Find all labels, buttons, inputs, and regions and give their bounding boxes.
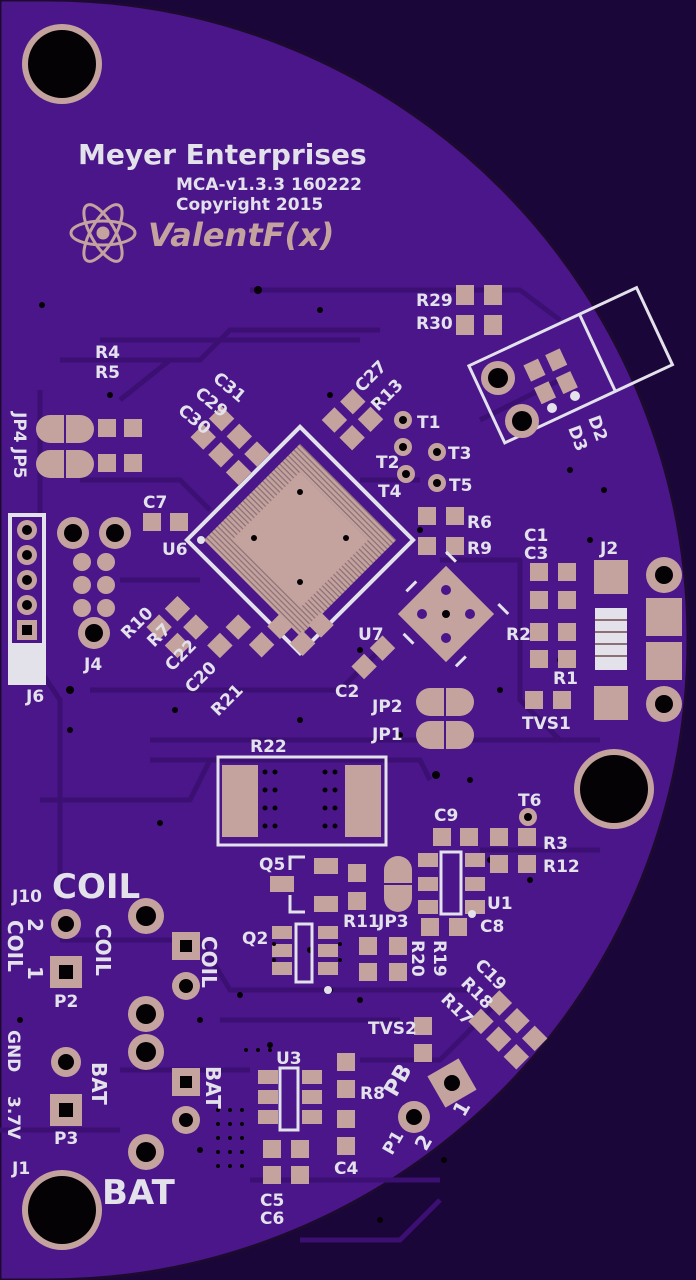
pads-d2-d3 [481, 348, 580, 438]
label-t2: T2 [376, 453, 399, 473]
pads-r19-r20 [359, 937, 407, 981]
label-jp1: JP1 [371, 725, 403, 745]
label-p3: P3 [54, 1129, 78, 1149]
connector-j6 [8, 513, 46, 685]
label-r4: R4 [95, 343, 120, 363]
mounting-holes [22, 24, 654, 1250]
label-p2: P2 [54, 992, 78, 1012]
label-j6: J6 [25, 687, 44, 707]
label-bat-big: BAT [102, 1173, 176, 1213]
via-grid [216, 942, 342, 1168]
label-t3: T3 [448, 444, 471, 464]
label-r8: R8 [360, 1084, 385, 1104]
label-3-7v: 3.7V [3, 1096, 23, 1140]
label-r19: R19 [429, 940, 449, 977]
label-tvs2: TVS2 [368, 1019, 417, 1039]
label-bat-a: BAT [87, 1062, 111, 1105]
label-c4: C4 [334, 1159, 358, 1179]
label-r1: R1 [553, 669, 578, 689]
label-q2: Q2 [242, 929, 268, 949]
pads-jp4-jp5 [36, 415, 142, 478]
pads-tvs2 [414, 1017, 432, 1062]
test-points [394, 411, 446, 492]
label-u1: U1 [487, 894, 513, 914]
label-coil-mid: COIL [91, 924, 115, 976]
chip-u3 [258, 1066, 322, 1132]
connector-j2 [594, 557, 682, 722]
logo-text: ValentF(x) [148, 216, 334, 254]
label-jp3: JP3 [377, 912, 409, 932]
pads-c27-r13 [321, 388, 384, 451]
chip-u1 [418, 850, 485, 918]
transistor-q2 [272, 922, 338, 994]
label-t5: T5 [449, 476, 472, 496]
pads-c1-c3-r2-r1 [530, 563, 576, 668]
label-r12: R12 [543, 857, 580, 877]
label-r2: R2 [506, 625, 531, 645]
board-version: MCA-v1.3.3 160222 [176, 175, 362, 195]
u6-chip [184, 424, 416, 656]
label-jp2: JP2 [371, 697, 403, 717]
connector-j10 [50, 898, 200, 1000]
label-coil-left: COIL [3, 920, 27, 972]
label-u3: U3 [276, 1049, 302, 1069]
transistor-q5 [270, 855, 338, 914]
label-coil-big: COIL [52, 867, 140, 907]
label-c7: C7 [143, 493, 167, 513]
pushbutton-p1 [398, 1058, 477, 1133]
label-c8: C8 [480, 917, 504, 937]
label-r9: R9 [467, 539, 492, 559]
label-r30: R30 [416, 314, 453, 334]
label-r11: R11 [343, 912, 380, 932]
label-c6: C6 [260, 1209, 284, 1229]
label-c1: C1 [524, 526, 548, 546]
connector-j4 [57, 517, 131, 649]
label-r5: R5 [95, 363, 120, 383]
pads-r29-r30 [456, 285, 502, 335]
label-u7: U7 [358, 625, 384, 645]
label-j2: J2 [599, 539, 618, 559]
board-title: Meyer Enterprises [78, 138, 367, 171]
board-copyright: Copyright 2015 [176, 195, 323, 215]
label-t6: T6 [518, 791, 541, 811]
label-j1: J1 [11, 1159, 30, 1179]
label-c2: C2 [335, 682, 359, 702]
pads-c7 [143, 513, 188, 531]
label-c3: C3 [524, 544, 548, 564]
label-q5: Q5 [259, 855, 285, 875]
pads-c8 [421, 918, 467, 936]
label-pin-2: 2 [23, 918, 47, 932]
pads-r6-r9 [418, 507, 464, 555]
connector-j1 [50, 996, 200, 1170]
label-j4: J4 [83, 655, 102, 675]
label-gnd: GND [3, 1030, 23, 1072]
traces [0, 287, 600, 1243]
label-r3: R3 [543, 834, 568, 854]
pads-c9-r3-r12 [433, 828, 536, 873]
label-tvs1: TVS1 [522, 714, 571, 734]
label-jp5: JP5 [9, 447, 29, 479]
label-t4: T4 [378, 482, 402, 502]
pads-r8-c4 [337, 1053, 355, 1155]
pads-tvs1 [525, 691, 571, 709]
label-r6: R6 [467, 513, 492, 533]
label-r20: R20 [407, 940, 427, 977]
label-u6: U6 [162, 540, 188, 560]
label-c5: C5 [260, 1191, 284, 1211]
label-bat-b: BAT [201, 1066, 225, 1109]
label-c9: C9 [434, 806, 458, 826]
label-t1: T1 [417, 413, 440, 433]
label-r22: R22 [250, 737, 287, 757]
label-r29: R29 [416, 291, 453, 311]
label-jp4: JP4 [9, 411, 29, 443]
pads-c5-c6 [263, 1140, 309, 1184]
label-coil-side: COIL [197, 936, 221, 988]
resistor-r22 [216, 755, 388, 847]
atom-icon [69, 203, 137, 263]
label-j10: J10 [11, 887, 42, 907]
pads-r11 [348, 864, 366, 910]
d2-d3-outline [466, 285, 675, 445]
label-pin-1: 1 [23, 966, 47, 980]
